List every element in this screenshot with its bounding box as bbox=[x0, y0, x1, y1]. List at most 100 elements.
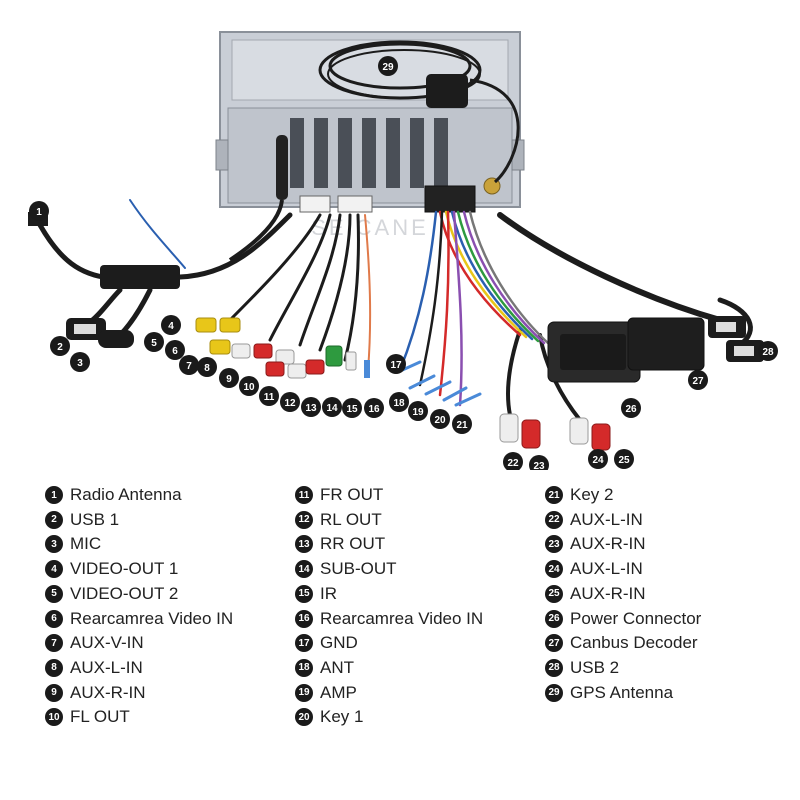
legend-item: 3 MIC bbox=[45, 533, 101, 555]
gps-antenna bbox=[318, 40, 520, 184]
legend-item: 24 AUX-L-IN bbox=[545, 558, 643, 580]
marker-3: 3 bbox=[70, 352, 90, 372]
rca-plugs-left bbox=[195, 317, 370, 379]
legend-label: RR OUT bbox=[320, 534, 386, 554]
legend-label: USB 1 bbox=[70, 509, 120, 529]
legend-number-badge: 16 bbox=[295, 609, 313, 628]
marker-22: 22 bbox=[503, 452, 523, 470]
legend-number-badge: 21 bbox=[545, 486, 563, 504]
svg-text:7: 7 bbox=[186, 361, 192, 372]
svg-text:11: 11 bbox=[264, 392, 275, 403]
legend-number-badge: 11 bbox=[295, 486, 313, 504]
legend-label: GPS Antenna bbox=[570, 682, 674, 702]
legend-number-badge: 20 bbox=[295, 708, 313, 727]
marker-20: 20 bbox=[430, 409, 450, 429]
svg-text:4: 4 bbox=[168, 321, 174, 332]
legend-item: 5 VIDEO-OUT 2 bbox=[45, 583, 178, 605]
svg-text:8: 8 bbox=[204, 363, 210, 374]
svg-text:12: 12 bbox=[284, 398, 296, 409]
legend-label: AUX-R-IN bbox=[70, 682, 146, 702]
legend-label: Rearcamrea Video IN bbox=[320, 608, 484, 628]
legend-label: Key 2 bbox=[570, 485, 614, 504]
legend-number-badge: 25 bbox=[545, 584, 563, 603]
svg-text:13: 13 bbox=[305, 403, 317, 414]
legend-label: FR OUT bbox=[320, 485, 384, 504]
legend-item: 26 Power Connector bbox=[545, 608, 701, 630]
power-wire-bundle bbox=[398, 210, 552, 407]
legend-label: AUX-L-IN bbox=[570, 559, 643, 579]
legend-number-badge: 8 bbox=[45, 658, 63, 677]
svg-text:9: 9 bbox=[226, 374, 232, 385]
legend-label: AUX-R-IN bbox=[570, 534, 646, 554]
wire-terminals bbox=[396, 360, 482, 407]
legend-label: Key 1 bbox=[320, 707, 364, 727]
legend-label: AUX-V-IN bbox=[70, 633, 144, 653]
svg-text:1: 1 bbox=[36, 207, 42, 218]
legend-number-badge: 3 bbox=[45, 535, 63, 554]
svg-text:18: 18 bbox=[393, 398, 405, 409]
legend-label: AUX-L-IN bbox=[70, 657, 143, 677]
legend-number-badge: 5 bbox=[45, 584, 63, 603]
legend-number-badge: 4 bbox=[45, 560, 63, 579]
legend-number-badge: 26 bbox=[545, 609, 563, 628]
legend-label: USB 2 bbox=[570, 657, 620, 677]
marker-5: 5 bbox=[144, 332, 164, 352]
legend-number-badge: 22 bbox=[545, 510, 563, 529]
legend-label: IR bbox=[320, 583, 337, 603]
svg-text:10: 10 bbox=[243, 382, 255, 393]
svg-text:29: 29 bbox=[382, 62, 394, 73]
usb1-and-mic bbox=[28, 212, 134, 348]
power-connector bbox=[547, 321, 641, 383]
marker-26: 26 bbox=[621, 398, 641, 418]
svg-text:19: 19 bbox=[412, 407, 424, 418]
svg-text:14: 14 bbox=[326, 403, 338, 414]
marker-13: 13 bbox=[301, 397, 321, 417]
marker-14: 14 bbox=[322, 397, 342, 417]
marker-23: 23 bbox=[529, 455, 549, 470]
legend-number-badge: 15 bbox=[295, 584, 313, 603]
legend-item: 11 FR OUT bbox=[295, 484, 383, 506]
legend-item: 21 Key 2 bbox=[545, 484, 613, 506]
legend-label: AMP bbox=[320, 682, 357, 702]
legend-number-badge: 6 bbox=[45, 609, 63, 628]
marker-15: 15 bbox=[342, 398, 362, 418]
legend-item: 15 IR bbox=[295, 583, 337, 605]
legend-label: MIC bbox=[70, 534, 102, 554]
svg-text:3: 3 bbox=[77, 358, 83, 369]
legend-label: Power Connector bbox=[570, 608, 702, 628]
legend-item: 28 USB 2 bbox=[545, 657, 619, 679]
svg-text:27: 27 bbox=[692, 376, 704, 387]
legend-number-badge: 23 bbox=[545, 535, 563, 554]
svg-text:25: 25 bbox=[618, 455, 630, 466]
legend-number-badge: 13 bbox=[295, 535, 313, 554]
legend-label: FL OUT bbox=[70, 707, 130, 727]
legend-number-badge: 28 bbox=[545, 658, 563, 677]
marker-29: 29 bbox=[378, 56, 398, 76]
marker-24: 24 bbox=[588, 449, 608, 469]
marker-10: 10 bbox=[239, 376, 259, 396]
legend-label: GND bbox=[320, 633, 358, 653]
legend-number-badge: 24 bbox=[545, 560, 563, 579]
svg-text:17: 17 bbox=[390, 360, 402, 371]
svg-text:23: 23 bbox=[533, 461, 545, 470]
marker-2: 2 bbox=[50, 336, 70, 356]
svg-text:28: 28 bbox=[762, 347, 774, 358]
legend-label: VIDEO-OUT 2 bbox=[70, 583, 179, 603]
svg-text:2: 2 bbox=[57, 342, 63, 353]
legend-number-badge: 18 bbox=[295, 658, 313, 677]
svg-text:5: 5 bbox=[151, 338, 157, 349]
legend-item: 2 USB 1 bbox=[45, 509, 119, 531]
svg-text:6: 6 bbox=[172, 346, 178, 357]
legend-number-badge: 2 bbox=[45, 510, 63, 529]
legend-label: ANT bbox=[320, 657, 354, 677]
marker-12: 12 bbox=[280, 392, 300, 412]
